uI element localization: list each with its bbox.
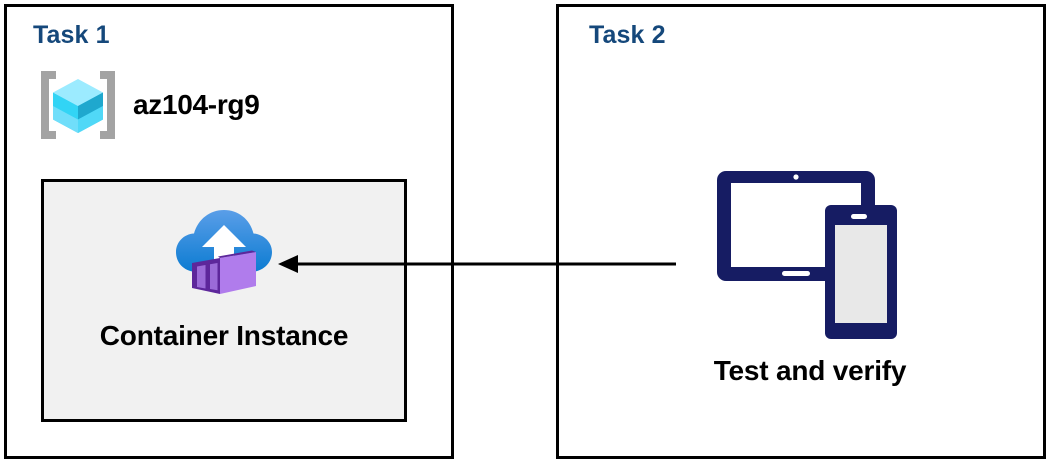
container-instance-label: Container Instance (99, 320, 349, 351)
task-panel-task2: Task 2 Test and verify (556, 4, 1046, 459)
container-instance-icon (176, 210, 272, 294)
task-panel-task1: Task 1 az104-rg9 (4, 4, 454, 459)
resource-group-icon (41, 71, 115, 139)
resource-group-row: az104-rg9 (37, 65, 260, 145)
task1-title: Task 1 (33, 21, 110, 49)
resource-group-name: az104-rg9 (133, 89, 260, 120)
test-and-verify-label: Test and verify (713, 355, 907, 386)
devices-block: Test and verify (685, 163, 935, 387)
task2-title: Task 2 (589, 21, 666, 49)
tablet-and-phone-icon (717, 171, 897, 339)
container-instance-card: Container Instance (41, 179, 407, 422)
